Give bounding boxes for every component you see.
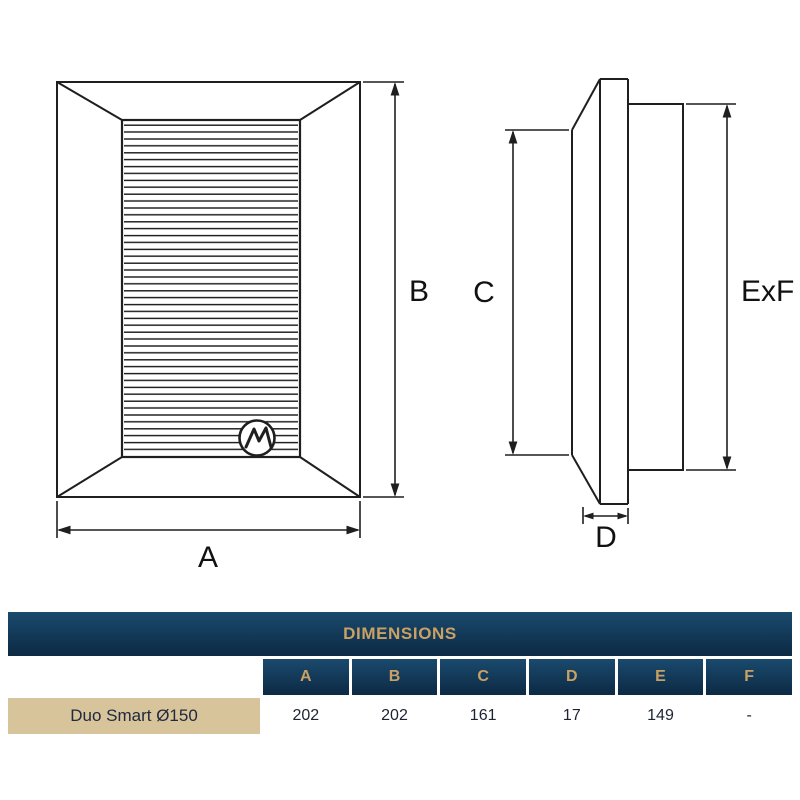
- value-cell-f: -: [706, 698, 792, 734]
- value-cell-d: 17: [528, 698, 615, 734]
- dim-c-label: C: [473, 276, 495, 309]
- column-header-e: E: [617, 659, 704, 695]
- product-name-cell: Duo Smart Ø150: [8, 698, 260, 734]
- front-arrowheads: [57, 82, 400, 535]
- header-blank-cell: [8, 659, 260, 695]
- dimensions-table: DIMENSIONS A B C D E F Duo Smart Ø150 20…: [8, 612, 792, 737]
- duct-body: [627, 103, 684, 471]
- front-inner-frame: [120, 118, 302, 459]
- column-header-c: C: [440, 659, 526, 695]
- side-dimension-lines: [505, 103, 736, 524]
- side-arrowheads: [508, 104, 732, 520]
- brand-logo: [238, 419, 276, 457]
- column-header-d: D: [528, 659, 615, 695]
- technical-drawing: A B: [56, 78, 794, 574]
- column-header-f: F: [706, 659, 792, 695]
- table-title: DIMENSIONS: [8, 612, 792, 656]
- grille-louvers: [124, 122, 298, 455]
- dim-a-label: A: [198, 541, 218, 574]
- front-view: [56, 81, 361, 498]
- value-cell-c: 161: [440, 698, 526, 734]
- dim-b-label: B: [409, 275, 429, 308]
- value-cell-b: 202: [351, 698, 438, 734]
- value-cell-e: 149: [617, 698, 704, 734]
- value-cell-a: 202: [263, 698, 349, 734]
- dim-exf-label: ExF: [741, 275, 794, 308]
- column-header-b: B: [351, 659, 438, 695]
- table-header-row: A B C D E F: [8, 659, 792, 695]
- logo-mark-icon: [244, 426, 273, 449]
- dim-d-label: D: [595, 521, 617, 554]
- front-dimension-lines: [56, 81, 404, 538]
- front-outer-frame: [56, 81, 361, 498]
- table-row: Duo Smart Ø150 202 202 161 17 149 -: [8, 698, 792, 734]
- side-view: [571, 78, 684, 505]
- column-header-a: A: [263, 659, 349, 695]
